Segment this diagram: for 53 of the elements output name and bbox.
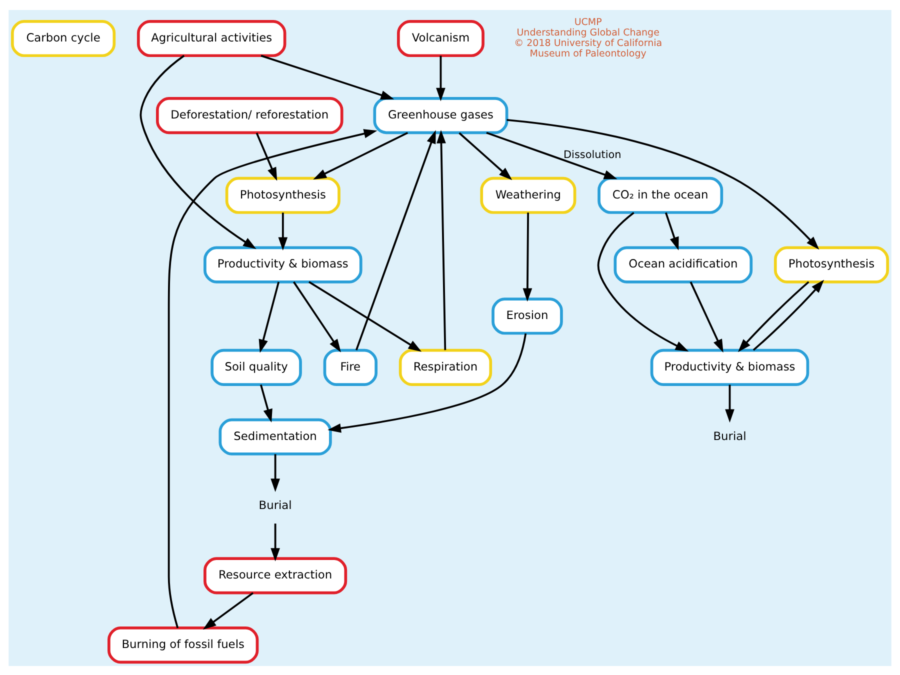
arrow: [168, 128, 378, 628]
arrow: [664, 212, 679, 250]
arrow: [436, 55, 446, 101]
arrow: [486, 131, 618, 179]
node-box: Photosynthesis: [225, 176, 340, 214]
arrow: [260, 384, 272, 422]
arrow: [292, 280, 341, 352]
node-box: Resource extraction: [204, 556, 348, 594]
arrow: [258, 281, 280, 352]
label: Understanding Global Change: [516, 27, 660, 38]
node-box: Weathering: [480, 176, 576, 214]
arrow: [752, 279, 824, 350]
arrow: [260, 54, 394, 100]
node-box: Respiration: [398, 348, 492, 386]
label: Museum of Paleontology: [530, 48, 646, 60]
arrow: [597, 211, 689, 351]
node-text: Burial: [258, 498, 292, 512]
node-box: Sedimentation: [218, 418, 332, 455]
arrow: [328, 332, 527, 432]
arrow: [690, 281, 724, 352]
node-box: Productivity & biomass: [204, 246, 362, 283]
arrow: [355, 130, 436, 350]
arrow: [308, 280, 422, 352]
arrow: [278, 212, 288, 250]
arrow: [458, 132, 512, 180]
arrow: [436, 130, 446, 350]
node-box: Soil quality: [210, 348, 302, 386]
edge-label: Dissolution: [564, 148, 622, 161]
arrow: [270, 454, 280, 492]
arrow: [313, 131, 408, 180]
node-text: Burial: [713, 428, 746, 442]
node-box: Deforestation/ reforestation: [156, 96, 344, 134]
arrow: [725, 384, 734, 422]
arrow: [140, 54, 256, 249]
label: UCMP: [574, 16, 602, 28]
arrow: [506, 118, 820, 250]
node-box: Volcanism: [397, 19, 484, 57]
arrow: [270, 523, 280, 561]
arrow: [256, 132, 278, 180]
node-box: Productivity & biomass: [650, 348, 810, 386]
node-box: CO₂ in the ocean: [598, 176, 724, 214]
arrow: [738, 280, 810, 352]
node-box: Carbon cycle: [11, 19, 116, 57]
node-box: Erosion: [492, 297, 563, 334]
arrow: [202, 592, 254, 630]
node-box: Burning of fossil fuels: [108, 626, 259, 664]
node-box: Ocean acidification: [614, 246, 753, 283]
node-box: Fire: [323, 348, 378, 386]
label: © 2018 University of California: [514, 38, 662, 49]
node-box: Agricultural activities: [136, 19, 286, 57]
arrow: [522, 212, 532, 302]
node-box: Greenhouse gases: [373, 96, 508, 134]
node-box: Photosynthesis: [774, 246, 889, 283]
